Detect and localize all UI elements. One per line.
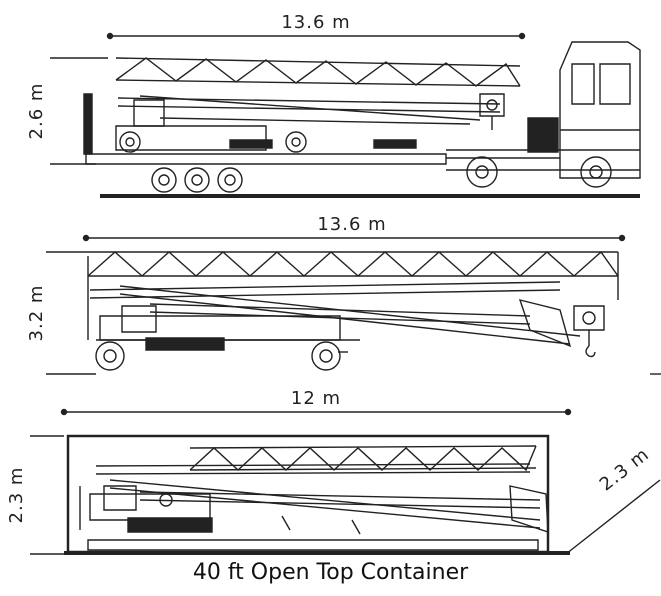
trailer-wheels (152, 168, 242, 192)
crane-height-label: 3.2 m (26, 285, 47, 342)
container-height-label: 2.3 m (6, 467, 27, 524)
crane-length-label: 13.6 m (317, 214, 386, 235)
dimension-endpoint (62, 410, 67, 415)
lattice-jib (88, 252, 618, 300)
crane-hook-block (574, 306, 604, 357)
dimension-endpoint (84, 236, 89, 241)
truck-transport-view (50, 34, 640, 197)
crane-carrier (88, 256, 360, 370)
dimension-endpoint (620, 236, 625, 241)
truck-height-label: 2.6 m (26, 83, 47, 140)
crane-on-axles-view (46, 236, 661, 375)
dimension-endpoint (520, 34, 525, 39)
crane-packed-in-container (80, 446, 548, 534)
truck-length-label: 13.6 m (281, 12, 350, 33)
container-width-label: 2.3 m (596, 444, 654, 496)
dimension-endpoint (566, 410, 571, 415)
container-inner-floor (88, 540, 538, 550)
diagram-caption: 40 ft Open Top Container (192, 560, 469, 585)
container-view (30, 410, 660, 555)
container-length-label: 12 m (291, 388, 341, 409)
folded-crane-on-trailer (116, 58, 520, 152)
dimension-endpoint (108, 34, 113, 39)
tractor-cab (446, 42, 640, 187)
telescopic-tower (90, 282, 580, 346)
container-width-dimension-line (566, 480, 660, 554)
trailer-rear-bumper (84, 94, 92, 154)
trailer-deck (86, 154, 446, 164)
